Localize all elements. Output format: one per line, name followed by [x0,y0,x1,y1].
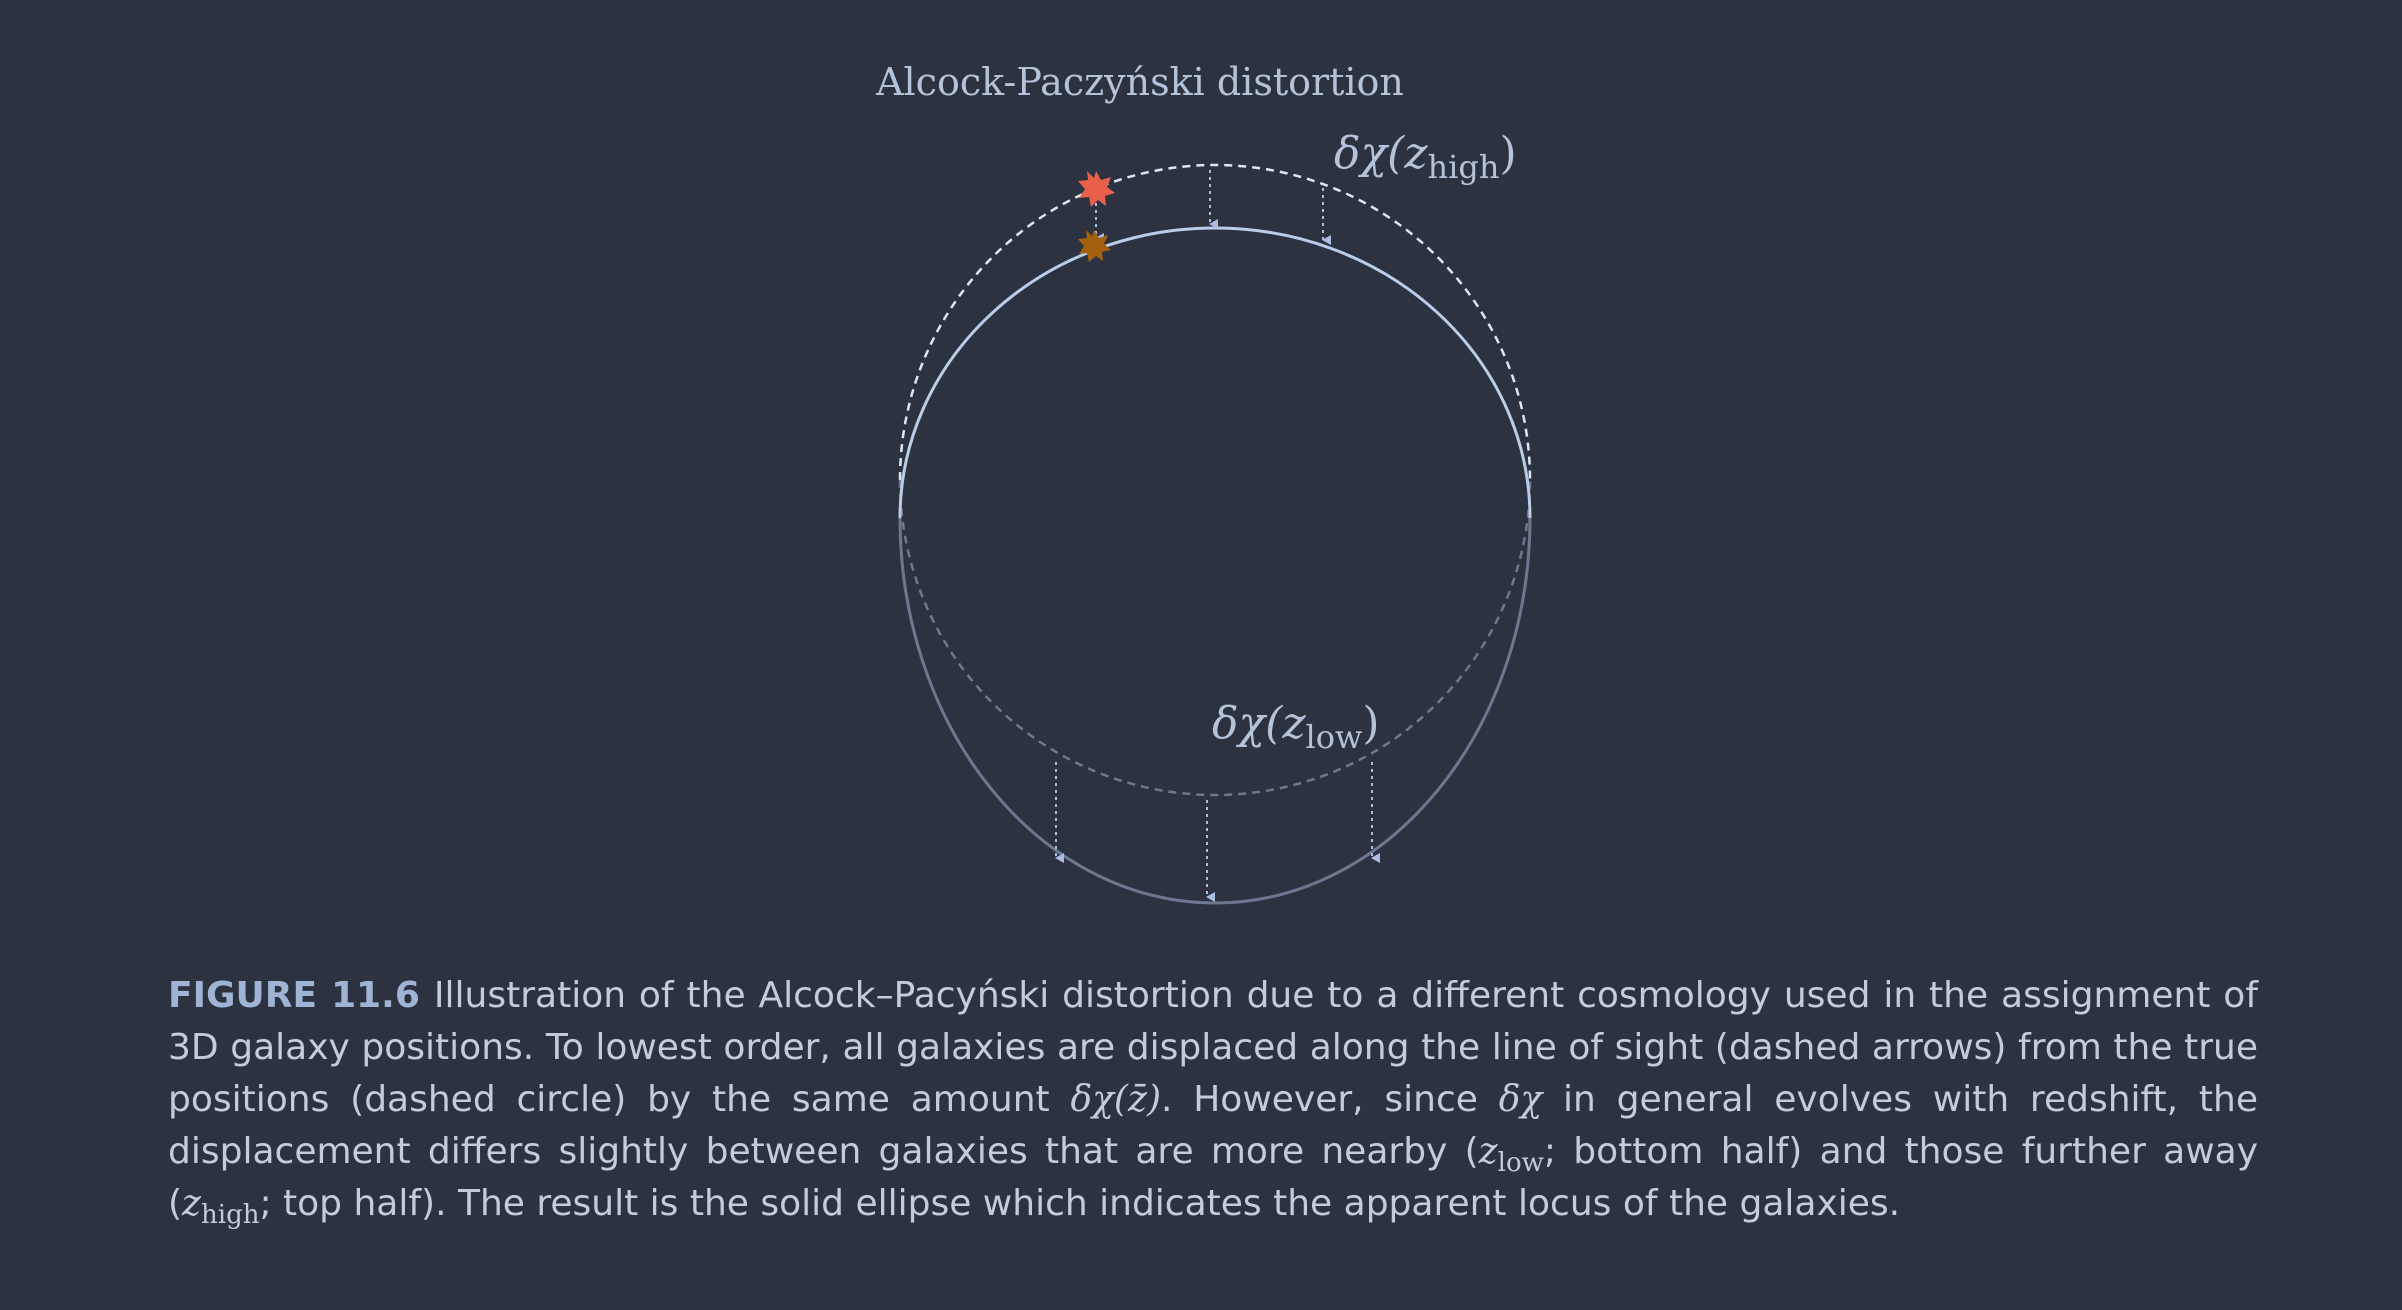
caption-sub-high: high [201,1200,260,1231]
figure-label: FIGURE 11.6 [168,975,420,1016]
galaxy-true-position-icon [1078,171,1115,207]
caption-text-4: ; bottom half) and those further away ( [168,1131,2258,1224]
caption-text-2: . However, since [1160,1079,1499,1120]
label-delta-chi-high: δχ(zhigh) [1334,128,1517,186]
caption-math-z-high: z [182,1183,202,1224]
caption-math-delta-chi: δχ [1498,1079,1543,1120]
label-delta-chi-low: δχ(zlow) [1212,698,1380,756]
apparent-ellipse-top-half [898,226,1532,519]
caption-math-delta-chi-zbar: δχ(z̄) [1070,1079,1161,1120]
galaxy-apparent-position-icon [1078,230,1111,262]
caption-text-3: in general evolves with redshift, the di… [168,1079,2258,1172]
true-circle-bottom-half [898,479,1532,797]
diagram-title: Alcock-Paczyński distortion [875,60,1404,104]
true-circle-top-half [898,163,1532,481]
alcock-paczynski-diagram: Alcock-Paczyński distortion δχ(zhigh) δχ… [875,60,1532,905]
caption-sub-low: low [1497,1148,1544,1179]
caption-math-z-low: z [1478,1131,1498,1172]
caption-text-1: Illustration of the Alcock–Pacyński dist… [168,975,2259,1120]
apparent-ellipse-bottom-half [898,517,1532,905]
caption-text-5: ; top half). The result is the solid ell… [259,1183,1901,1224]
